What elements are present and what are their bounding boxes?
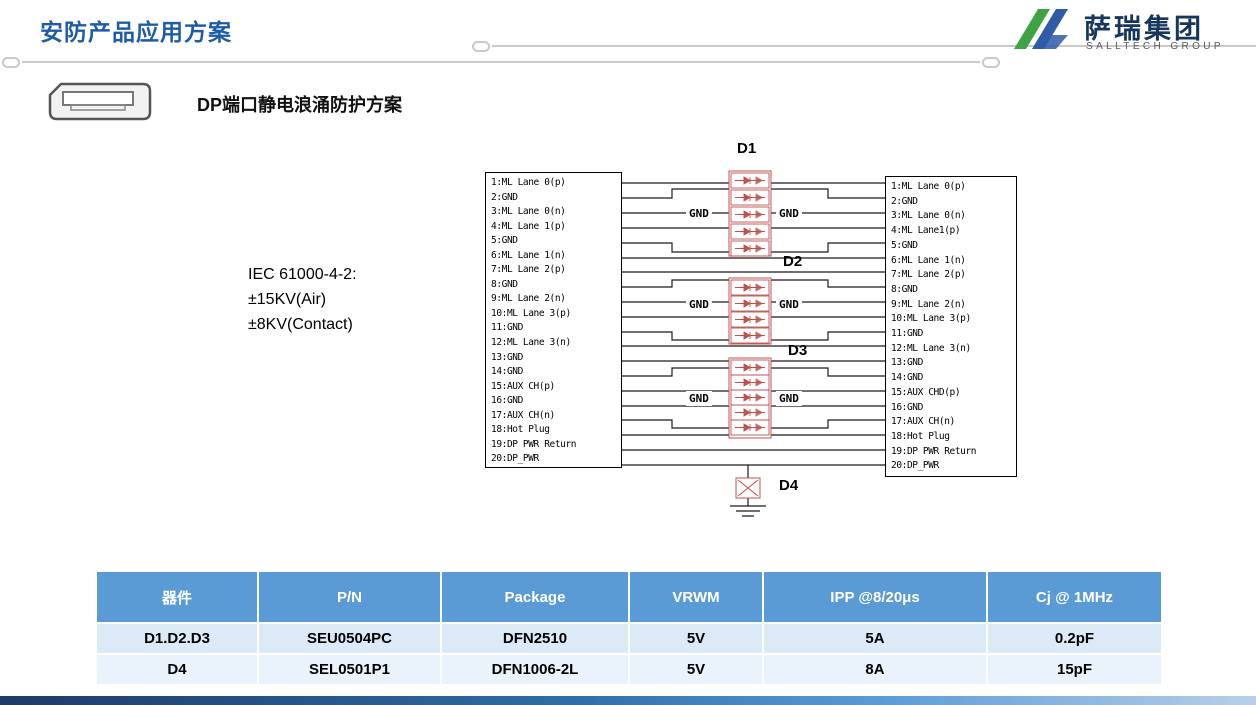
pin-label: 17:AUX CH(n) <box>891 416 955 428</box>
decor-pill <box>2 57 20 68</box>
spec-table-cell: SEU0504PC <box>257 622 442 655</box>
dp-pinout-right: 1:ML Lane 0(p) 2:GND 3:ML Lane 0(n) 4:ML La… <box>885 176 1017 477</box>
section-title: DP端口静电浪涌防护方案 <box>197 95 403 115</box>
spec-table-cell: D4 <box>95 653 259 686</box>
spec-table-cell: 5A <box>762 622 988 655</box>
pin-label: 1:ML Lane 0(p) <box>891 181 966 192</box>
gnd-label: GND <box>776 206 802 221</box>
decor-line <box>492 45 1256 47</box>
iec-line: ±8KV(Contact) <box>248 316 353 333</box>
pin-label: 5:GND <box>491 235 518 247</box>
pin-label: 8:GND <box>891 283 918 295</box>
pin-label: 18:Hot Plug <box>491 424 550 436</box>
pin-label: 15:AUX CHD(p) <box>891 386 961 398</box>
pin-label: 19:DP PWR Return <box>491 438 577 450</box>
pin-label: 14:GND <box>891 372 923 384</box>
pin-label: 9:ML Lane 2(n) <box>491 293 566 305</box>
tvs-array-devices <box>728 170 772 499</box>
pin-label: 13:GND <box>891 357 923 369</box>
gnd-label: GND <box>686 297 712 312</box>
device-label-d2: D2 <box>783 253 803 270</box>
pin-label: 10:ML Lane 3(p) <box>891 313 971 325</box>
pin-label: 13:GND <box>491 351 523 363</box>
spec-table-cell: D1.D2.D3 <box>95 622 259 655</box>
gnd-label: GND <box>686 206 712 221</box>
pin-label: 16:GND <box>891 401 923 413</box>
pin-label: 20:DP_PWR <box>491 453 539 465</box>
pin-label: 4:ML Lane1(p) <box>891 225 961 237</box>
pin-label: 3:ML Lane 0(n) <box>491 206 566 218</box>
gnd-label: GND <box>776 297 802 312</box>
pin-label: 2:GND <box>491 191 518 203</box>
pin-label: 6:ML Lane 1(n) <box>891 254 966 266</box>
spec-table-cell: 5V <box>628 653 764 686</box>
device-label-d3: D3 <box>788 342 808 359</box>
displayport-connector-icon <box>48 82 152 121</box>
pin-label: 17:AUX CH(n) <box>491 409 555 421</box>
decor-line <box>22 61 980 63</box>
page-title: 安防产品应用方案 <box>40 19 232 45</box>
brand-subtitle: SALLTECH GROUP <box>1086 41 1224 52</box>
device-label-d1: D1 <box>737 140 757 157</box>
pin-label: 5:GND <box>891 239 918 251</box>
pin-label: 15:AUX CH(p) <box>491 380 555 392</box>
decor-pill <box>982 57 1000 68</box>
spec-table-header-cell: 器件 <box>95 570 259 624</box>
pin-label: 6:ML Lane 1(n) <box>491 249 566 261</box>
pin-label: 16:GND <box>491 395 523 407</box>
dp-pinout-left: 1:ML Lane 0(p) 2:GND 3:ML Lane 0(n) 4:ML La… <box>485 172 622 468</box>
spec-table-header-cell: Cj @ 1MHz <box>986 570 1163 624</box>
pin-label: 7:ML Lane 2(p) <box>491 264 566 276</box>
spec-table-header-cell: P/N <box>257 570 442 624</box>
pin-label: 11:GND <box>491 322 523 334</box>
gnd-label: GND <box>776 391 802 406</box>
spec-table-header-cell: VRWM <box>628 570 764 624</box>
gnd-label: GND <box>686 391 712 406</box>
salltech-logo-icon <box>1014 9 1068 49</box>
spec-table-cell: DFN2510 <box>440 622 630 655</box>
iec-spec: IEC 61000-4-2: ±15KV(Air) ±8KV(Contact) <box>248 262 357 337</box>
pin-label: 9:ML Lane 2(n) <box>891 298 966 310</box>
signal-wires <box>622 182 885 517</box>
spec-table-cell: 5V <box>628 622 764 655</box>
spec-table-cell: 0.2pF <box>986 622 1163 655</box>
iec-line: IEC 61000-4-2: <box>248 266 357 283</box>
pin-label: 7:ML Lane 2(p) <box>891 269 966 281</box>
pin-label: 2:GND <box>891 195 918 207</box>
spec-table-header-cell: IPP @8/20μs <box>762 570 988 624</box>
pin-label: 18:Hot Plug <box>891 430 950 442</box>
pin-label: 4:ML Lane 1(p) <box>491 220 566 232</box>
device-label-d4: D4 <box>779 477 799 494</box>
pin-label: 8:GND <box>491 278 518 290</box>
spec-table-cell: DFN1006-2L <box>440 653 630 686</box>
pin-label: 1:ML Lane 0(p) <box>491 177 566 188</box>
footer-accent-bar <box>0 696 1256 705</box>
pin-label: 12:ML Lane 3(n) <box>491 337 571 349</box>
pin-label: 14:GND <box>491 366 523 378</box>
spec-table-cell: 8A <box>762 653 988 686</box>
spec-table-header-cell: Package <box>440 570 630 624</box>
spec-table-cell: 15pF <box>986 653 1163 686</box>
decor-pill <box>472 41 490 52</box>
pin-label: 20:DP_PWR <box>891 460 939 472</box>
pin-label: 12:ML Lane 3(n) <box>891 342 971 354</box>
spec-table-cell: SEL0501P1 <box>257 653 442 686</box>
brand-name: 萨瑞集团 <box>1084 14 1204 44</box>
pin-label: 3:ML Lane 0(n) <box>891 210 966 222</box>
pin-label: 11:GND <box>891 328 923 340</box>
iec-line: ±15KV(Air) <box>248 291 327 308</box>
pin-label: 10:ML Lane 3(p) <box>491 307 571 319</box>
pin-label: 19:DP PWR Return <box>891 445 977 457</box>
